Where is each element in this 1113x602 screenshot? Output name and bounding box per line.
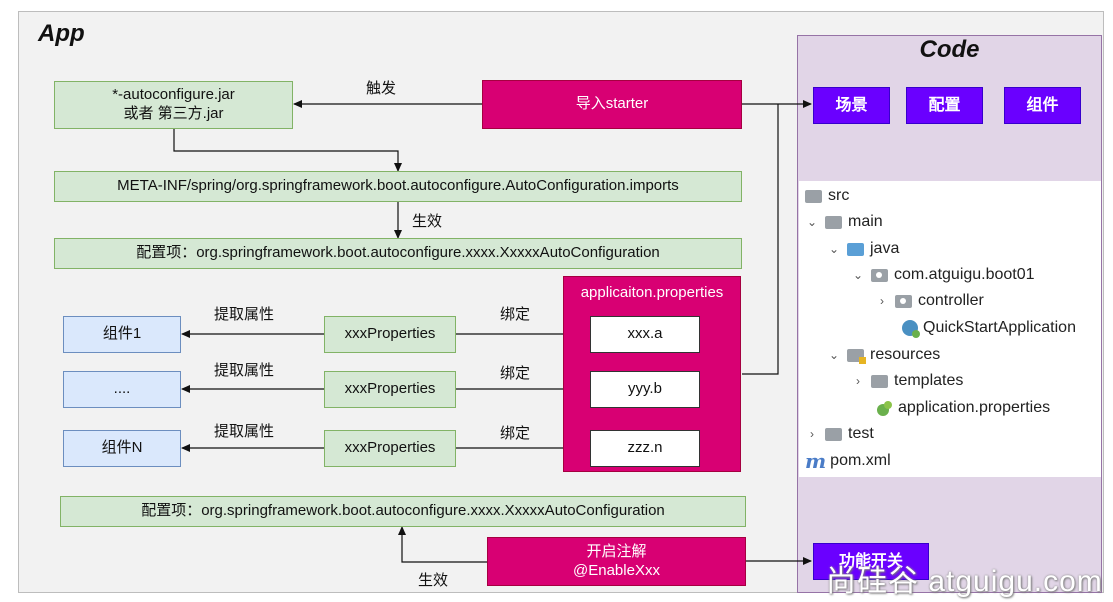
take-effect-label-bottom: 生效 [418, 572, 449, 589]
tree-item-label: templates [894, 372, 964, 389]
tree-item-resources[interactable]: ⌄ resources [827, 344, 940, 366]
tree-item-label: pom.xml [830, 452, 891, 469]
spring-leaf-icon [877, 400, 893, 416]
project-tree [799, 181, 1101, 477]
chip-config: 配置 [906, 87, 983, 124]
config-item-box-top: 配置项：org.springframework.boot.autoconfigu… [54, 238, 742, 269]
chevron-right-icon[interactable]: › [810, 427, 814, 441]
config-item-box-bottom: 配置项：org.springframework.boot.autoconfigu… [60, 496, 746, 527]
enable-line-1: 开启注解 [586, 542, 647, 560]
extract-label-3: 提取属性 [214, 423, 275, 440]
chip-scene: 场景 [813, 87, 890, 124]
property-key-3: zzz.n [590, 430, 700, 467]
tree-item-label: src [828, 187, 850, 204]
tree-item-label: main [848, 213, 883, 230]
jar-line-2: 或者 第三方.jar [123, 105, 224, 122]
package-icon [895, 294, 912, 308]
imports-file-box: META-INF/spring/org.springframework.boot… [54, 171, 742, 202]
take-effect-label-top: 生效 [412, 213, 443, 230]
property-key-2: yyy.b [590, 371, 700, 408]
folder-icon [825, 215, 842, 229]
code-title: Code [919, 36, 980, 63]
component-box-2: .... [63, 371, 181, 408]
extract-label-1: 提取属性 [214, 306, 275, 323]
tree-item-package[interactable]: ⌄ com.atguigu.boot01 [851, 264, 1035, 286]
tree-item-label: com.atguigu.boot01 [894, 266, 1035, 283]
chevron-down-icon[interactable]: ⌄ [852, 268, 864, 282]
extract-label-2: 提取属性 [214, 362, 275, 379]
component-box-n: 组件N [63, 430, 181, 467]
folder-icon [871, 374, 888, 388]
import-starter-box: 导入starter [482, 80, 742, 129]
chevron-down-icon[interactable]: ⌄ [828, 348, 840, 362]
source-folder-icon [847, 242, 864, 256]
tree-item-quickstart[interactable]: QuickStartApplication [902, 317, 1076, 339]
bind-label-2: 绑定 [500, 365, 531, 382]
trigger-label: 触发 [366, 80, 397, 97]
maven-icon: m [805, 449, 827, 473]
jar-line-1: *-autoconfigure.jar [112, 86, 235, 104]
tree-item-test[interactable]: › test [805, 423, 874, 445]
tree-item-label: test [848, 425, 874, 442]
tree-item-main[interactable]: ⌄ main [805, 211, 883, 233]
tree-item-templates[interactable]: › templates [851, 370, 963, 392]
property-key-1: xxx.a [590, 316, 700, 353]
properties-box-3: xxxProperties [324, 430, 456, 467]
bind-label-3: 绑定 [500, 425, 531, 442]
tree-item-controller[interactable]: › controller [875, 290, 984, 312]
tree-item-pom[interactable]: m pom.xml [805, 449, 891, 473]
autoconfigure-jar-box: *-autoconfigure.jar 或者 第三方.jar [54, 81, 293, 129]
tree-item-label: QuickStartApplication [923, 319, 1076, 336]
chevron-right-icon[interactable]: › [880, 294, 884, 308]
package-icon [871, 268, 888, 282]
folder-icon [805, 189, 822, 203]
bind-label-1: 绑定 [500, 306, 531, 323]
spring-app-icon [902, 320, 920, 338]
tree-item-label: java [870, 240, 900, 257]
properties-box-1: xxxProperties [324, 316, 456, 353]
properties-title: applicaiton.properties [580, 284, 724, 301]
properties-box-2: xxxProperties [324, 371, 456, 408]
chevron-down-icon[interactable]: ⌄ [828, 242, 840, 256]
tree-item-src[interactable]: src [805, 185, 849, 207]
enable-annotation-box: 开启注解 @EnableXxx [487, 537, 746, 586]
tree-item-java[interactable]: ⌄ java [827, 238, 899, 260]
feature-switch-chip: 功能开关 [813, 543, 929, 580]
component-box-1: 组件1 [63, 316, 181, 353]
tree-item-label: resources [870, 346, 941, 363]
app-title: App [38, 20, 85, 47]
chevron-down-icon[interactable]: ⌄ [806, 215, 818, 229]
watermark: 尚硅谷 atguigu.com [826, 565, 1103, 598]
tree-item-label: application.properties [898, 399, 1051, 416]
chevron-right-icon[interactable]: › [856, 374, 860, 388]
tree-item-application-properties[interactable]: application.properties [877, 397, 1050, 419]
folder-icon [825, 427, 842, 441]
enable-line-2: @EnableXxx [573, 561, 660, 579]
resources-folder-icon [847, 348, 866, 364]
tree-item-label: controller [918, 292, 984, 309]
chip-component: 组件 [1004, 87, 1081, 124]
